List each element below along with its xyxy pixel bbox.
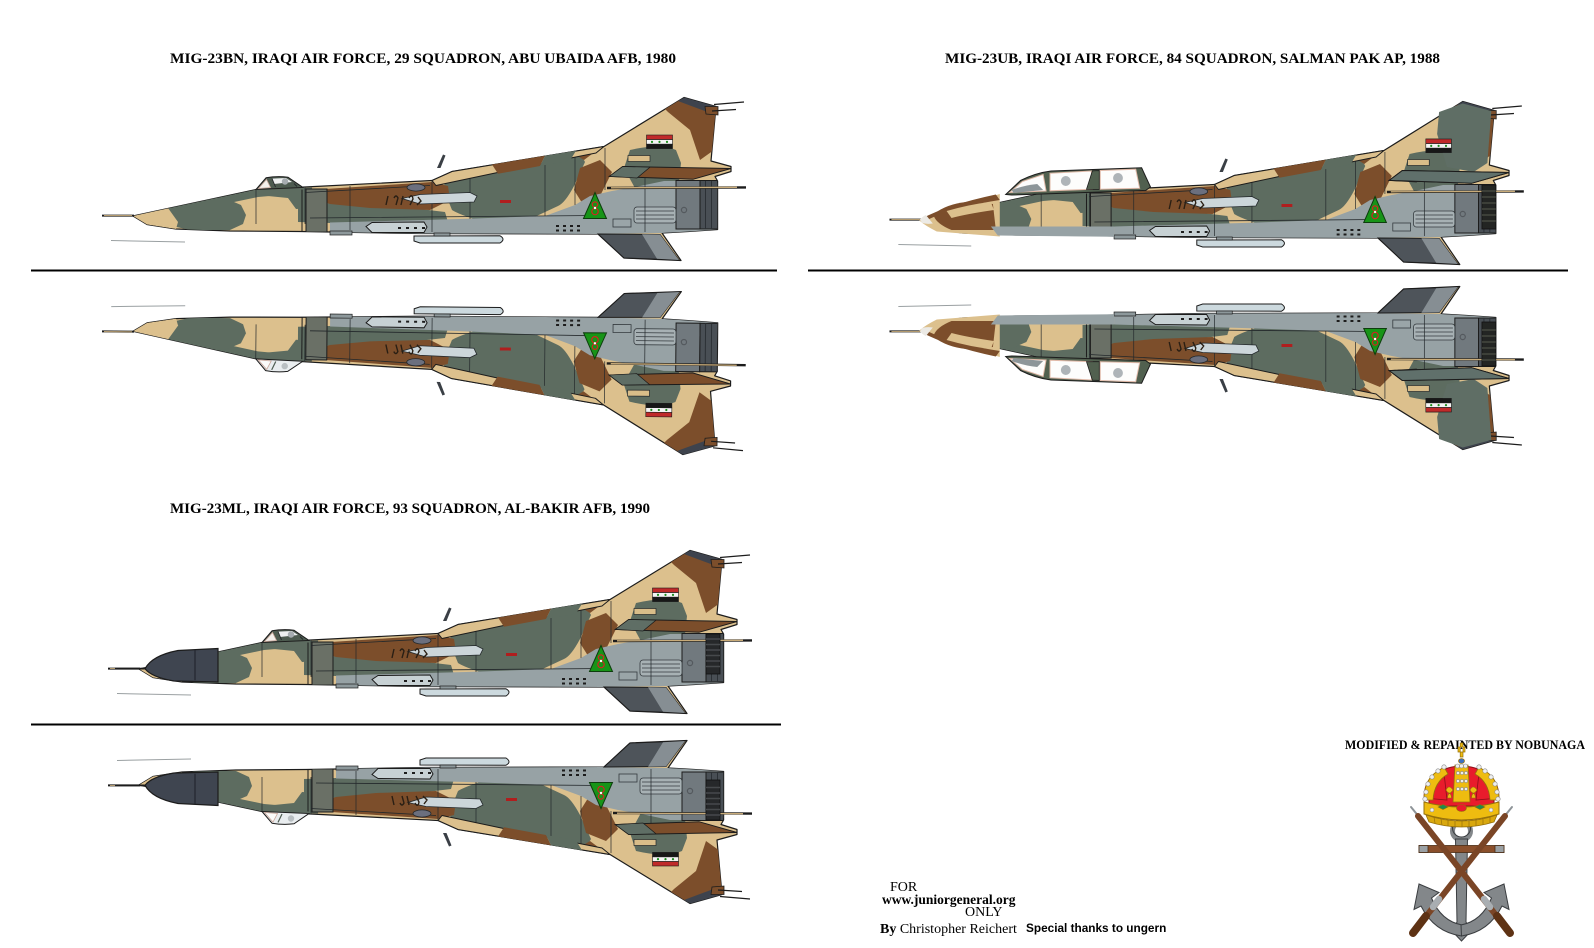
svg-text:By Christopher Reichert: By Christopher Reichert xyxy=(880,922,1017,937)
svg-text:FOR: FOR xyxy=(890,880,918,895)
svg-text:ONLY: ONLY xyxy=(965,905,1002,920)
svg-text:www.juniorgeneral.org: www.juniorgeneral.org xyxy=(882,892,1016,907)
svg-text:MIG-23ML, IRAQI AIR FORCE, 93: MIG-23ML, IRAQI AIR FORCE, 93 SQUADRON, … xyxy=(170,501,650,517)
svg-text:Special thanks to ungern: Special thanks to ungern xyxy=(1026,921,1166,935)
svg-text:MIG-23UB, IRAQI AIR FORCE, 84: MIG-23UB, IRAQI AIR FORCE, 84 SQUADRON, … xyxy=(945,51,1440,67)
svg-text:MIG-23BN, IRAQI AIR FORCE, 29: MIG-23BN, IRAQI AIR FORCE, 29 SQUADRON, … xyxy=(170,51,676,67)
svg-text:MODIFIED & REPAINTED BY NOBUNA: MODIFIED & REPAINTED BY NOBUNAGA xyxy=(1345,737,1586,752)
